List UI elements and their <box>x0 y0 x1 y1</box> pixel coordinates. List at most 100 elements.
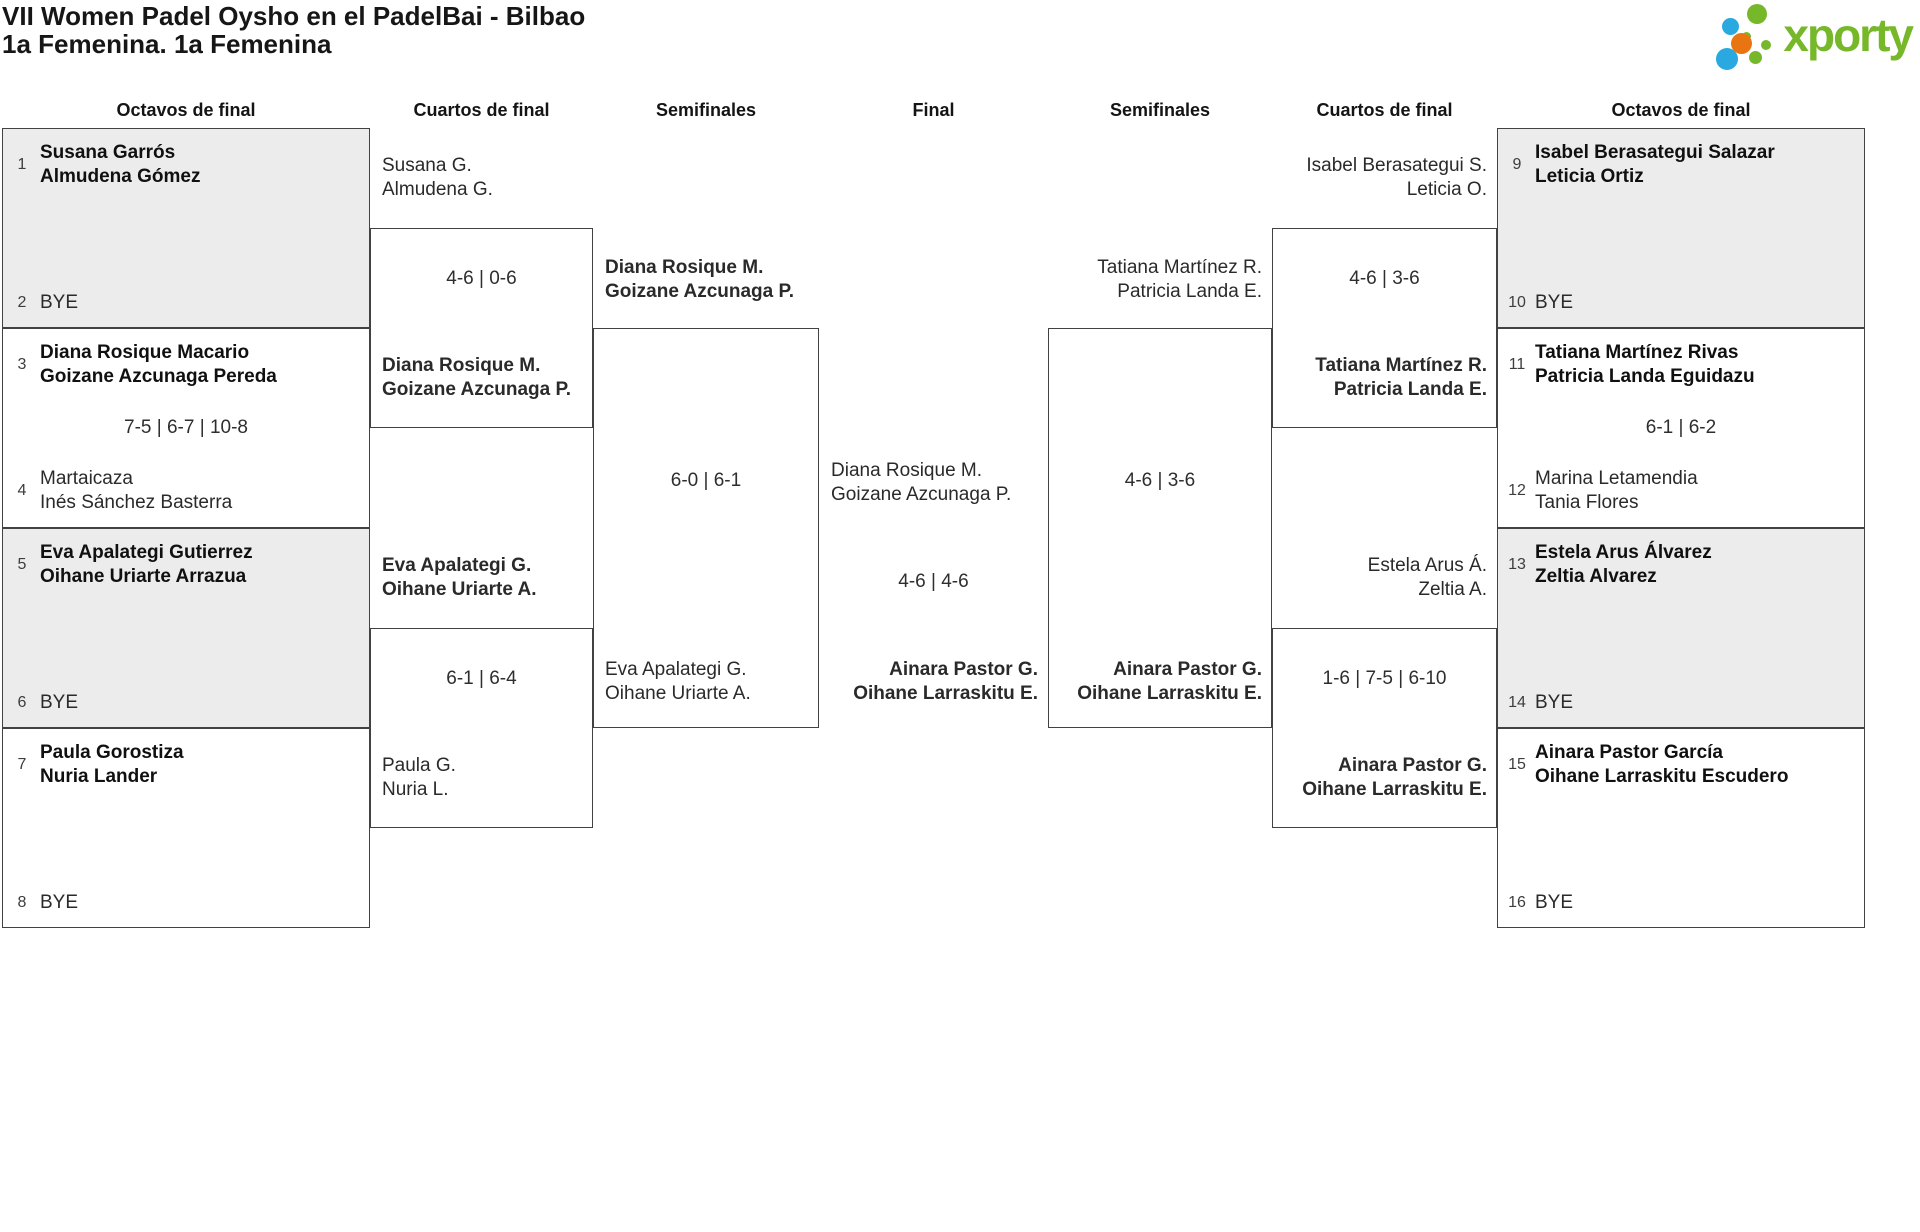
seed-number: 14 <box>1508 694 1526 711</box>
page-subtitle: 1a Femenina. 1a Femenina <box>2 29 332 59</box>
page-title: VII Women Padel Oysho en el PadelBai - B… <box>2 1 586 31</box>
team-names: Tatiana Martínez R. Patricia Landa E. <box>1315 355 1487 400</box>
match-box-cuartos-left-2 <box>370 628 593 828</box>
seed-number: 1 <box>17 156 27 173</box>
seed-number: 12 <box>1508 482 1526 499</box>
team-names: Tatiana Martínez Rivas Patricia Landa Eg… <box>1535 342 1755 387</box>
team-names: Ainara Pastor García Oihane Larraskitu E… <box>1535 742 1789 787</box>
seed-number: 4 <box>17 482 27 499</box>
match-box-semifinal-right <box>1048 328 1272 728</box>
team-names: BYE <box>40 292 79 313</box>
team-entry: 15 Ainara Pastor García Oihane Larraskit… <box>1506 741 1856 789</box>
team-entry: 1 Susana Garrós Almudena Gómez <box>11 141 361 189</box>
team-names: BYE <box>1535 292 1574 313</box>
match-score: 4-6 | 0-6 <box>446 268 517 289</box>
team-entry: 13 Estela Arus Álvarez Zeltia Alvarez <box>1506 541 1856 589</box>
match-box-octavos-7: 13 Estela Arus Álvarez Zeltia Alvarez 14… <box>1497 528 1865 728</box>
team-entry: 12 Marina Letamendia Tania Flores <box>1506 467 1856 515</box>
team-names: Paula G. Nuria L. <box>382 755 456 800</box>
team-names: BYE <box>1535 692 1574 713</box>
match-box-octavos-5: 9 Isabel Berasategui Salazar Leticia Ort… <box>1497 128 1865 328</box>
match-score: 6-0 | 6-1 <box>670 470 742 491</box>
team-names: BYE <box>1535 892 1574 913</box>
match-box-octavos-6: 11 Tatiana Martínez Rivas Patricia Landa… <box>1497 328 1865 528</box>
team-entry: 14 BYE <box>1506 691 1856 715</box>
seed-number: 7 <box>17 756 27 773</box>
team-entry: 5 Eva Apalategi Gutierrez Oihane Uriarte… <box>11 541 361 589</box>
team-entry: 8 BYE <box>11 891 361 915</box>
seed-number: 5 <box>17 556 27 573</box>
match-box-octavos-2: 3 Diana Rosique Macario Goizane Azcunaga… <box>2 328 370 528</box>
team-names: Eva Apalategi G. Oihane Uriarte A. <box>605 659 751 704</box>
seed-number: 16 <box>1508 894 1526 911</box>
team-names: Ainara Pastor G. Oihane Larraskitu E. <box>1077 659 1262 704</box>
seed-number: 10 <box>1508 294 1526 311</box>
team-names: BYE <box>40 692 79 713</box>
team-names: Diana Rosique M. Goizane Azcunaga P. <box>605 257 794 302</box>
match-score: 1-6 | 7-5 | 6-10 <box>1322 668 1447 689</box>
round-header-final: Final <box>912 100 955 120</box>
team-names: Isabel Berasategui S. Leticia O. <box>1306 155 1487 200</box>
match-box-octavos-4: 7 Paula Gorostiza Nuria Lander 8 BYE <box>2 728 370 928</box>
round-header-semis-right: Semifinales <box>1109 100 1211 120</box>
team-entry: 10 BYE <box>1506 291 1856 315</box>
xporty-logo-text: xporty <box>1783 9 1914 61</box>
team-entry: 2 BYE <box>11 291 361 315</box>
seed-number: 2 <box>17 294 27 311</box>
logo-dot <box>1722 18 1740 35</box>
match-score: 7-5 | 6-7 | 10-8 <box>124 417 248 438</box>
seed-number: 11 <box>1508 356 1526 373</box>
round-header-cuartos-left: Cuartos de final <box>413 100 550 120</box>
match-score: 4-6 | 3-6 <box>1349 268 1420 289</box>
team-names: Paula Gorostiza Nuria Lander <box>40 742 184 787</box>
round-header-octavos-left: Octavos de final <box>116 100 256 120</box>
team-entry: 4 Martaicaza Inés Sánchez Basterra <box>11 467 361 515</box>
team-entry: 6 BYE <box>11 691 361 715</box>
team-names: BYE <box>40 892 79 913</box>
team-names: Diana Rosique Macario Goizane Azcunaga P… <box>40 342 277 387</box>
team-names: Eva Apalategi G. Oihane Uriarte A. <box>382 555 537 600</box>
match-box-semifinal-left <box>593 328 819 728</box>
match-score: 4-6 | 3-6 <box>1124 470 1196 491</box>
seed-number: 8 <box>17 894 27 911</box>
team-names: Diana Rosique M. Goizane Azcunaga P. <box>382 355 571 400</box>
team-names: Eva Apalategi Gutierrez Oihane Uriarte A… <box>40 542 253 587</box>
round-header-octavos-right: Octavos de final <box>1611 100 1751 120</box>
logo-dot <box>1761 40 1772 50</box>
logo-dot <box>1747 4 1768 24</box>
team-names: Susana Garrós Almudena Gómez <box>40 142 201 187</box>
team-names: Marina Letamendia Tania Flores <box>1535 468 1698 513</box>
logo-dot <box>1731 33 1753 54</box>
team-names: Estela Arus Álvarez Zeltia Alvarez <box>1535 542 1712 587</box>
team-names: Estela Arus Á. Zeltia A. <box>1367 555 1487 600</box>
match-score: 4-6 | 4-6 <box>898 571 969 592</box>
match-box-octavos-8: 15 Ainara Pastor García Oihane Larraskit… <box>1497 728 1865 928</box>
xporty-logo-dots-icon <box>1715 2 1779 72</box>
team-names: Isabel Berasategui Salazar Leticia Ortiz <box>1535 142 1775 187</box>
logo-dot <box>1716 48 1739 70</box>
match-score: 6-1 | 6-2 <box>1645 417 1717 438</box>
logo-dot <box>1749 51 1763 64</box>
seed-number: 3 <box>17 356 27 373</box>
team-names: Tatiana Martínez R. Patricia Landa E. <box>1097 257 1262 302</box>
seed-number: 9 <box>1512 156 1522 173</box>
team-entry: 16 BYE <box>1506 891 1856 915</box>
seed-number: 13 <box>1508 556 1526 573</box>
match-box-octavos-1: 1 Susana Garrós Almudena Gómez 2 BYE <box>2 128 370 328</box>
match-box-cuartos-left-1 <box>370 228 593 428</box>
team-entry: 7 Paula Gorostiza Nuria Lander <box>11 741 361 789</box>
match-box-cuartos-right-1 <box>1272 228 1497 428</box>
team-names: Ainara Pastor G. Oihane Larraskitu E. <box>853 659 1038 704</box>
round-header-semis-left: Semifinales <box>655 100 757 120</box>
team-names: Diana Rosique M. Goizane Azcunaga P. <box>831 460 1012 505</box>
match-box-cuartos-right-2 <box>1272 628 1497 828</box>
round-header-cuartos-right: Cuartos de final <box>1316 100 1453 120</box>
team-names: Martaicaza Inés Sánchez Basterra <box>40 468 233 513</box>
seed-number: 15 <box>1508 756 1526 773</box>
seed-number: 6 <box>17 694 27 711</box>
team-names: Susana G. Almudena G. <box>382 155 493 200</box>
xporty-logo[interactable]: xporty <box>1715 2 1914 72</box>
team-names: Ainara Pastor G. Oihane Larraskitu E. <box>1302 755 1487 800</box>
team-entry: 9 Isabel Berasategui Salazar Leticia Ort… <box>1506 141 1856 189</box>
